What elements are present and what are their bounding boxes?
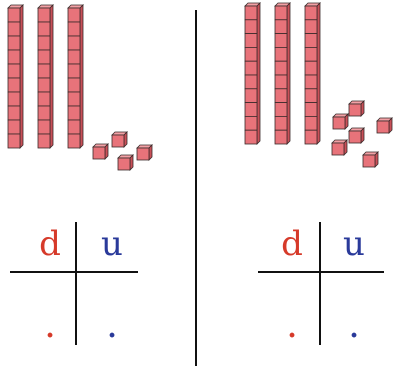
ten-rod xyxy=(305,3,320,144)
unit-cube xyxy=(363,152,378,167)
left-unit-cubes xyxy=(93,132,152,170)
right-tens-header: d xyxy=(281,224,303,264)
right-ten-rods xyxy=(245,3,320,144)
unit-cube xyxy=(137,145,152,160)
right-units-header: u xyxy=(343,224,365,264)
unit-cube xyxy=(349,128,364,143)
left-exercise: d u . . xyxy=(8,5,152,345)
left-place-value-table: d u . . xyxy=(10,222,138,345)
unit-cube xyxy=(377,118,392,133)
unit-cube xyxy=(112,132,127,147)
right-units-answer[interactable]: . xyxy=(349,314,358,344)
unit-cube xyxy=(333,114,348,129)
left-ten-rods xyxy=(8,5,83,148)
ten-rod xyxy=(68,5,83,148)
ten-rod xyxy=(8,5,23,148)
right-exercise: d u . . xyxy=(245,3,392,345)
right-tens-answer[interactable]: . xyxy=(287,314,296,344)
left-tens-answer[interactable]: . xyxy=(45,314,54,344)
ten-rod xyxy=(38,5,53,148)
unit-cube xyxy=(93,144,108,159)
left-tens-header: d xyxy=(39,224,61,264)
right-unit-cubes xyxy=(332,101,392,167)
left-units-header: u xyxy=(101,224,123,264)
ten-rod xyxy=(275,3,290,144)
unit-cube xyxy=(349,101,364,116)
left-units-answer[interactable]: . xyxy=(107,314,116,344)
ten-rod xyxy=(245,3,260,144)
unit-cube xyxy=(118,155,133,170)
unit-cube xyxy=(332,140,347,155)
right-place-value-table: d u . . xyxy=(258,222,384,345)
